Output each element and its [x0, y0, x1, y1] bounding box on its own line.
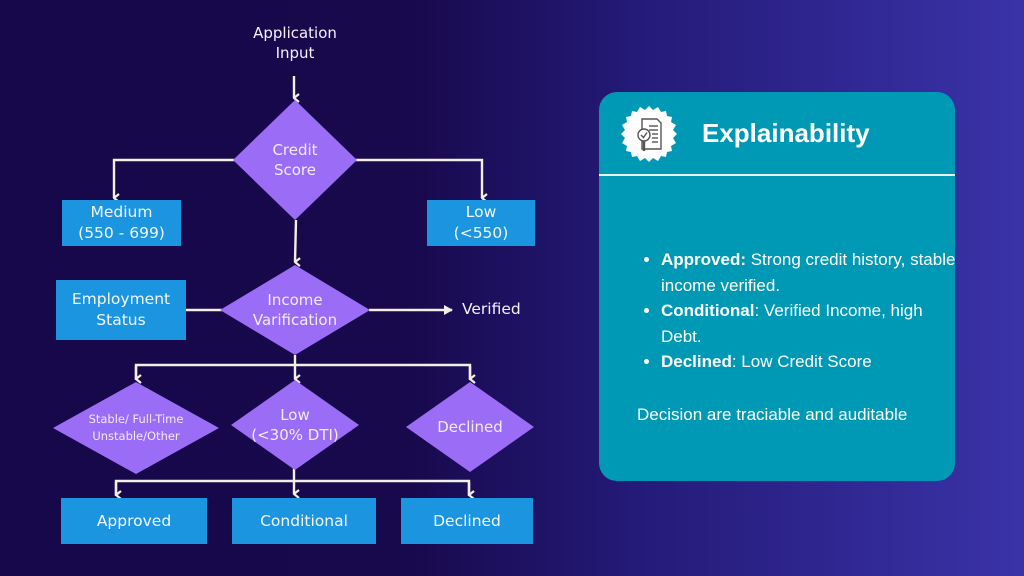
low-dti-line2: (<30% DTI) — [251, 426, 339, 444]
approved-box: Approved — [61, 498, 207, 544]
connector-branch-bar — [134, 363, 472, 380]
bullet-approved-text: Strong credit history, stable income ver… — [661, 250, 956, 295]
start-line2: Input — [275, 43, 315, 62]
bullet-conditional-text: : Verified Income, high Debt. — [661, 301, 923, 346]
connector-credit-medium — [112, 158, 235, 203]
bullet-conditional-label: Conditional — [661, 301, 755, 320]
employment-status-line1: Employment — [71, 290, 171, 309]
low-credit-box: Low (<550) — [427, 200, 535, 246]
low-dti-line1: Low — [280, 405, 310, 424]
declined-decision-label: Declined — [437, 417, 503, 436]
credit-score-line2: Score — [273, 161, 316, 179]
income-verification-diamond — [220, 265, 370, 355]
income-verification-line1: Income — [267, 290, 323, 309]
conditional-box: Conditional — [232, 498, 376, 544]
card-divider — [599, 174, 955, 176]
explanation-list: Approved: Strong credit history, stable … — [641, 247, 961, 375]
low-credit-line1: Low — [465, 203, 497, 222]
card-title: Explainability — [702, 118, 870, 148]
list-item: Declined: Low Credit Score — [661, 349, 961, 375]
connector-credit-income — [293, 219, 301, 267]
employment-type-line1: Stable/ Full-Time — [88, 412, 184, 427]
card-footer: Decision are traciable and auditable — [637, 405, 908, 424]
income-verification-line2: Varification — [252, 311, 338, 329]
medium-line1: Medium — [90, 203, 153, 222]
verified-label: Verified — [462, 300, 521, 318]
document-check-magnifier-icon — [621, 106, 677, 162]
low-dti-label: Low (<30% DTI) — [231, 380, 359, 470]
bullet-approved-label: Approved: — [661, 250, 746, 269]
bullet-declined-label: Declined — [661, 352, 732, 371]
explainability-card: Explainability Approved: Strong credit h… — [599, 92, 955, 481]
employment-type-diamond — [53, 382, 219, 474]
declined-box: Declined — [401, 498, 533, 544]
bullet-declined-text: : Low Credit Score — [731, 352, 872, 371]
credit-score-diamond — [233, 100, 357, 220]
connector-outcome-bar — [114, 479, 471, 496]
start-label: Application Input — [234, 24, 356, 63]
medium-line2: (550 - 699) — [78, 224, 165, 242]
medium-box: Medium (550 - 699) — [62, 200, 181, 246]
list-item: Conditional: Verified Income, high Debt. — [661, 298, 961, 349]
credit-score-line1: Credit — [272, 140, 318, 159]
employment-status-line2: Status — [96, 311, 146, 329]
connector-credit-low — [355, 158, 488, 203]
low-dti-diamond — [231, 380, 359, 470]
declined-diamond — [406, 382, 534, 472]
start-line1: Application — [253, 24, 337, 42]
low-credit-line2: (<550) — [453, 224, 509, 242]
list-item: Approved: Strong credit history, stable … — [661, 247, 961, 298]
employment-type-line2: Unstable/Other — [92, 429, 180, 443]
